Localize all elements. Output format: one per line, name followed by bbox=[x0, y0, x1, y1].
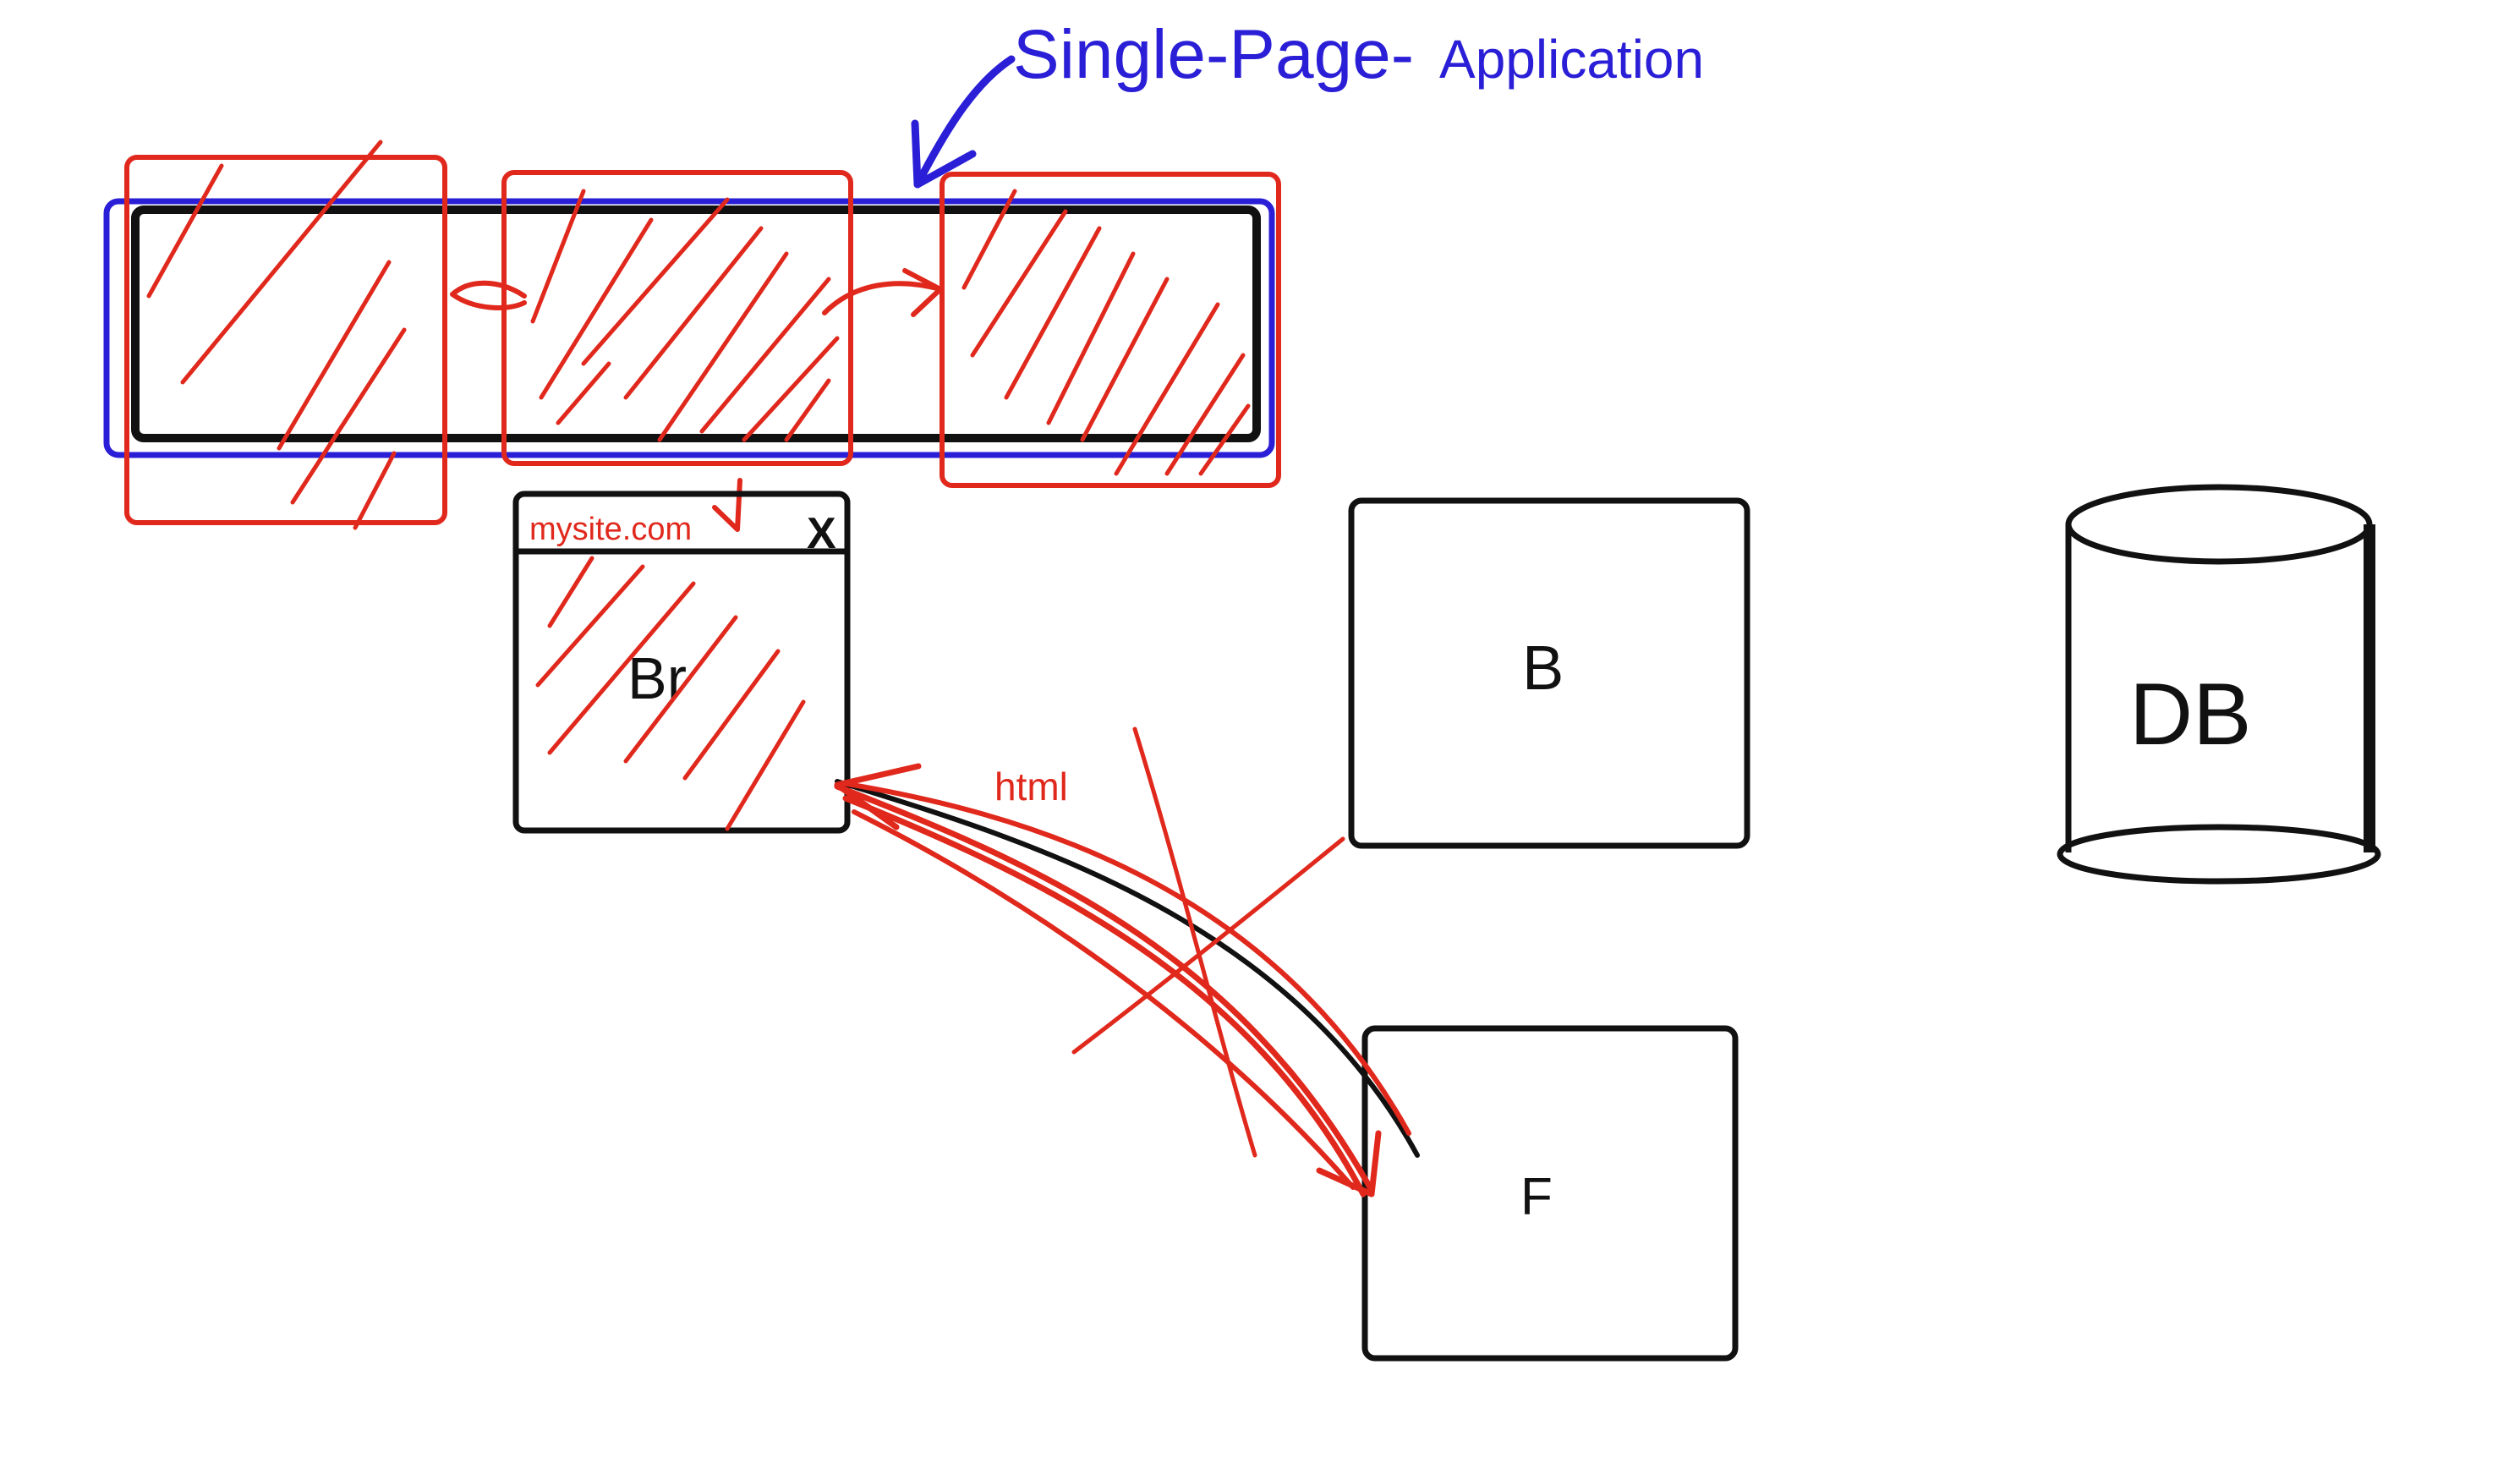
title-pointer-arrow bbox=[911, 55, 1016, 189]
page-frame-right bbox=[940, 172, 1281, 488]
html-transfer-arcs bbox=[834, 763, 1420, 1198]
page-hatching bbox=[146, 140, 1251, 530]
spa-boundary-outline bbox=[103, 198, 1275, 458]
backend-label: B bbox=[1522, 633, 1564, 703]
database-cylinder bbox=[2057, 484, 2381, 885]
database-bottom bbox=[2057, 824, 2381, 885]
page-frame-middle bbox=[501, 170, 853, 466]
frontend-label: F bbox=[1520, 1168, 1553, 1226]
title: Single-Page- Application bbox=[1013, 16, 1704, 93]
browser-hatching bbox=[535, 556, 806, 831]
database-top bbox=[2065, 484, 2373, 565]
page-frame-left bbox=[124, 155, 447, 525]
browser-window: mysite.com X Br bbox=[512, 491, 851, 834]
database-label: DB bbox=[2129, 666, 2251, 764]
html-arrow-label: html bbox=[994, 765, 1068, 808]
page-navigation-arrows bbox=[450, 268, 943, 532]
spa-page-bar bbox=[131, 206, 1261, 442]
cross-out-strokes bbox=[1071, 726, 1345, 1158]
browser-url: mysite.com bbox=[529, 512, 692, 547]
backend-box bbox=[1348, 497, 1750, 849]
title-main: Single-Page- bbox=[1013, 16, 1414, 93]
browser-label: Br bbox=[627, 645, 687, 711]
title-sub: Application bbox=[1439, 29, 1704, 90]
browser-close-icon: X bbox=[807, 509, 836, 558]
browser-frame bbox=[512, 491, 851, 834]
